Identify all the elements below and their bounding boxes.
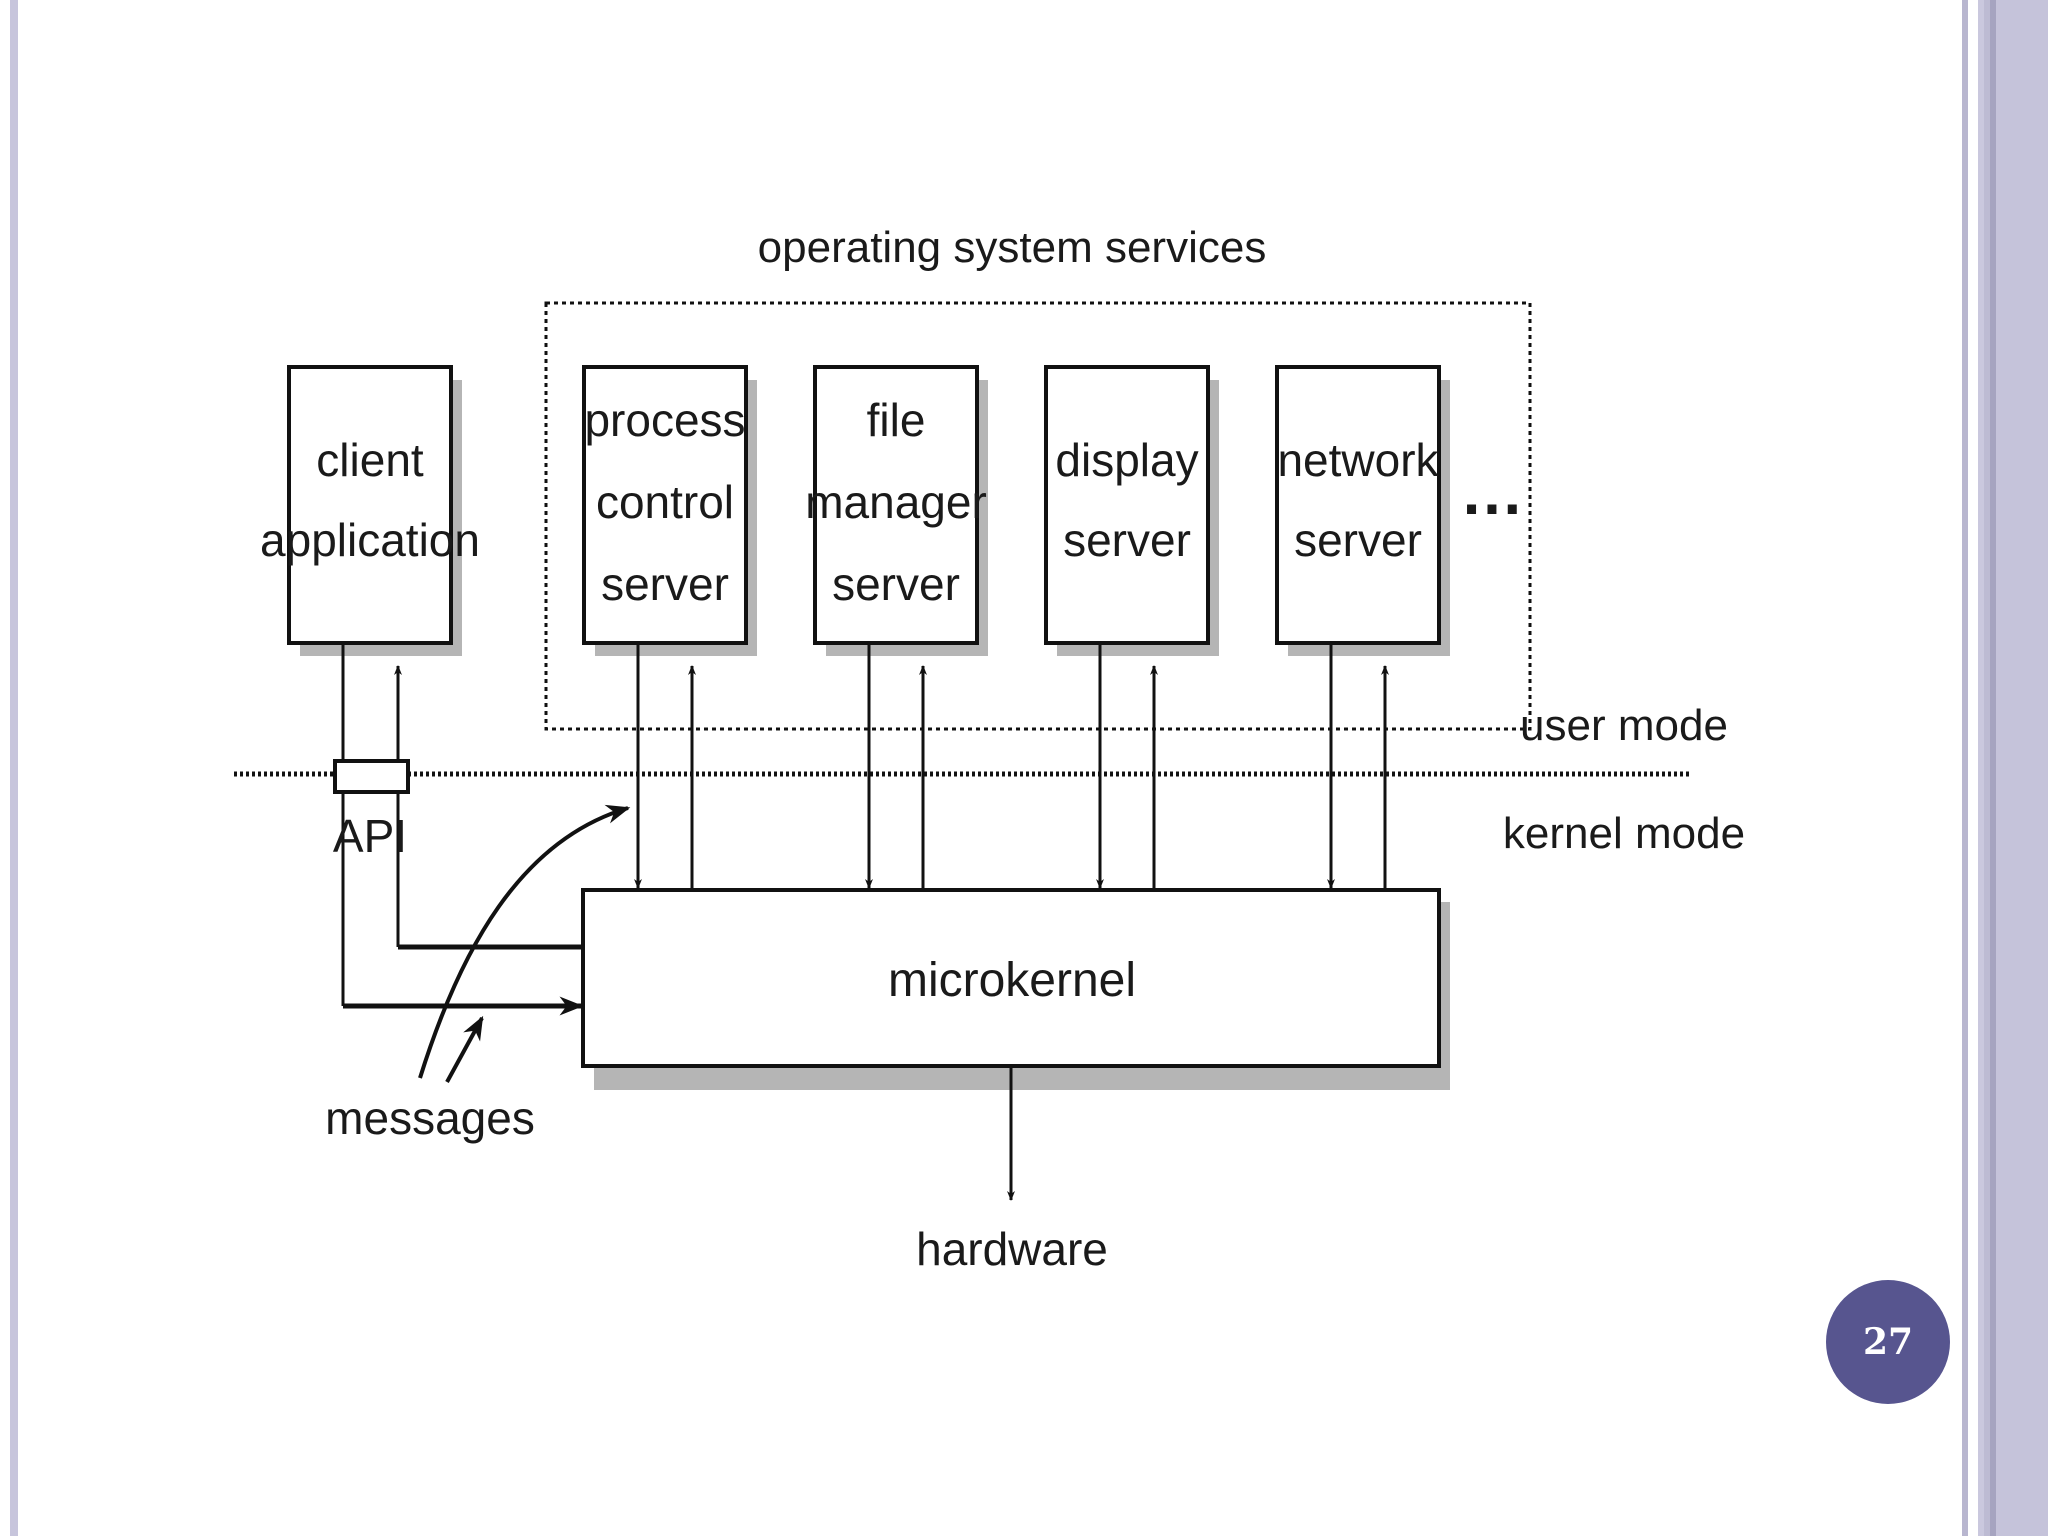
service-kernel-arrows [634, 645, 1389, 889]
client-label-line1: client [316, 434, 424, 486]
file-label-line3: server [832, 558, 960, 610]
network-server-box: network server [1275, 365, 1450, 656]
os-services-group-box [544, 301, 1532, 731]
file-manager-server-box: file manager server [805, 365, 988, 656]
client-label-line2: application [260, 514, 480, 566]
network-label-line2: server [1294, 514, 1422, 566]
process-label-line1: process [584, 394, 745, 446]
messages-label: messages [325, 1092, 535, 1144]
microkernel-box: microkernel [581, 888, 1450, 1090]
process-control-server-box: process control server [582, 365, 757, 656]
group-label: operating system services [758, 223, 1267, 272]
display-label-line1: display [1055, 434, 1198, 486]
page-number: 27 [1862, 1321, 1914, 1363]
display-server-box: display server [1044, 365, 1219, 656]
display-label-line2: server [1063, 514, 1191, 566]
right-border-decoration [1958, 0, 2048, 1536]
left-border-decoration [0, 0, 24, 1536]
client-application-box: client application [260, 365, 480, 656]
kernel-mode-label: kernel mode [1503, 809, 1745, 858]
api-label: API [333, 810, 407, 862]
file-label-line2: manager [805, 476, 987, 528]
message-arrows [418, 804, 631, 1083]
network-label-line1: network [1277, 434, 1439, 486]
hardware-label: hardware [916, 1223, 1108, 1275]
user-mode-label: user mode [1520, 701, 1728, 750]
client-api-connections [341, 645, 584, 1016]
page-number-badge: 27 [1826, 1280, 1950, 1404]
more-services-ellipsis: … [1460, 456, 1524, 528]
file-label-line1: file [867, 394, 926, 446]
process-label-line2: control [596, 476, 734, 528]
process-label-line3: server [601, 558, 729, 610]
microkernel-label: microkernel [888, 954, 1136, 1007]
api-box [333, 759, 410, 794]
